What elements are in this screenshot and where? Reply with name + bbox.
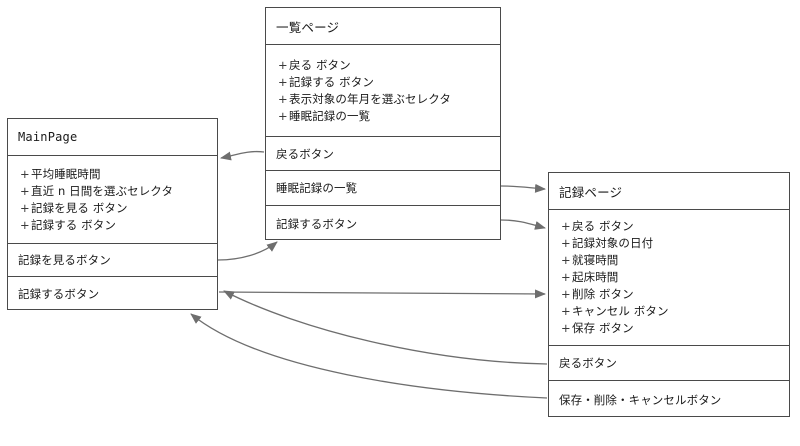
class-box-record-page[interactable]: 記録ページ +戻る ボタン +記録対象の日付 +就寝時間 +起床時間 +削除 ボ… (548, 172, 790, 417)
attribute-label: 直近 n 日間を選ぶセレクタ (31, 183, 174, 198)
visibility-marker: + (278, 108, 288, 123)
visibility-marker: + (561, 321, 571, 335)
class-attributes-record-page: +戻る ボタン +記録対象の日付 +就寝時間 +起床時間 +削除 ボタン +キャ… (549, 210, 789, 346)
visibility-marker: + (20, 200, 30, 215)
attribute-row: +保存 ボタン (561, 320, 779, 337)
visibility-marker: + (561, 236, 571, 250)
attribute-label: 記録する ボタン (289, 74, 374, 89)
attribute-label: 平均睡眠時間 (31, 166, 101, 181)
attribute-row: +キャンセル ボタン (561, 303, 779, 320)
arrow-main-to-list (217, 241, 278, 261)
operation-label: 戻るボタン (276, 146, 334, 161)
attribute-row: +睡眠記録の一覧 (278, 108, 490, 125)
attribute-row: +記録を見る ボタン (20, 200, 207, 217)
class-operation-record-page-back[interactable]: 戻るボタン (549, 346, 789, 381)
class-operation-list-page-record[interactable]: 記録するボタン (266, 206, 500, 241)
attribute-row: +起床時間 (561, 269, 779, 286)
operation-label: 保存・削除・キャンセルボタン (559, 392, 722, 407)
attribute-label: 起床時間 (572, 270, 619, 284)
class-box-list-page[interactable]: 一覧ページ +戻る ボタン +記録する ボタン +表示対象の年月を選ぶセレクタ … (265, 7, 501, 240)
operation-label: 記録を見るボタン (18, 253, 111, 267)
attribute-label: 就寝時間 (572, 253, 619, 267)
attribute-label: 削除 ボタン (572, 287, 634, 301)
attribute-label: 戻る ボタン (572, 219, 634, 233)
class-title-record-page: 記録ページ (559, 184, 623, 200)
attribute-label: 記録を見る ボタン (31, 200, 128, 215)
class-operation-list-page-back[interactable]: 戻るボタン (266, 137, 500, 171)
class-operation-main-page-view-records[interactable]: 記録を見るボタン (8, 244, 217, 277)
class-title-section-main-page: MainPage (8, 119, 217, 156)
class-operation-list-page-records[interactable]: 睡眠記録の一覧 (266, 171, 500, 206)
operation-label: 記録するボタン (276, 216, 358, 231)
attribute-label: 睡眠記録の一覧 (289, 108, 371, 123)
visibility-marker: + (20, 183, 30, 198)
visibility-marker: + (561, 287, 571, 301)
class-box-main-page[interactable]: MainPage +平均睡眠時間 +直近 n 日間を選ぶセレクタ +記録を見る … (7, 118, 218, 310)
arrow-list-to-main (220, 150, 265, 161)
visibility-marker: + (561, 304, 571, 318)
attribute-row: +記録対象の日付 (561, 235, 779, 252)
attribute-row: +削除 ボタン (561, 286, 779, 303)
attribute-label: 戻る ボタン (289, 57, 351, 72)
class-title-section-record-page: 記録ページ (549, 173, 789, 210)
attribute-row: +直近 n 日間を選ぶセレクタ (20, 183, 207, 200)
attribute-label: 保存 ボタン (572, 321, 634, 335)
visibility-marker: + (278, 57, 288, 72)
visibility-marker: + (20, 166, 30, 181)
arrow-record-to-main-save (190, 313, 548, 399)
arrow-list-to-record-via-list-item (500, 183, 546, 193)
attribute-row: +就寝時間 (561, 252, 779, 269)
class-attributes-list-page: +戻る ボタン +記録する ボタン +表示対象の年月を選ぶセレクタ +睡眠記録の… (266, 45, 500, 137)
class-operation-record-page-save[interactable]: 保存・削除・キャンセルボタン (549, 381, 789, 418)
attribute-label: 記録対象の日付 (572, 236, 654, 250)
class-title-section-list-page: 一覧ページ (266, 8, 500, 45)
attribute-row: +戻る ボタン (278, 57, 490, 74)
visibility-marker: + (561, 270, 571, 284)
operation-label: 戻るボタン (559, 356, 617, 370)
attribute-label: 表示対象の年月を選ぶセレクタ (289, 91, 451, 106)
attribute-label: キャンセル ボタン (572, 304, 669, 318)
attribute-label: 記録する ボタン (31, 217, 116, 232)
visibility-marker: + (561, 219, 571, 233)
visibility-marker: + (278, 74, 288, 89)
attribute-row: +記録する ボタン (278, 74, 490, 91)
class-attributes-main-page: +平均睡眠時間 +直近 n 日間を選ぶセレクタ +記録を見る ボタン +記録する… (8, 156, 217, 244)
visibility-marker: + (20, 217, 30, 232)
visibility-marker: + (278, 91, 288, 106)
attribute-row: +表示対象の年月を選ぶセレクタ (278, 91, 490, 108)
operation-label: 記録するボタン (18, 287, 100, 301)
class-title-list-page: 一覧ページ (276, 19, 340, 35)
arrow-record-to-main-back (223, 290, 548, 365)
visibility-marker: + (561, 253, 571, 267)
class-operation-main-page-record[interactable]: 記録するボタン (8, 277, 217, 311)
arrow-main-to-record (218, 289, 546, 299)
operation-label: 睡眠記録の一覧 (276, 181, 358, 195)
attribute-row: +平均睡眠時間 (20, 166, 207, 183)
attribute-row: +戻る ボタン (561, 218, 779, 235)
arrow-list-to-record-via-record-button (500, 219, 546, 230)
class-title-main-page: MainPage (18, 130, 78, 144)
attribute-row: +記録する ボタン (20, 217, 207, 234)
